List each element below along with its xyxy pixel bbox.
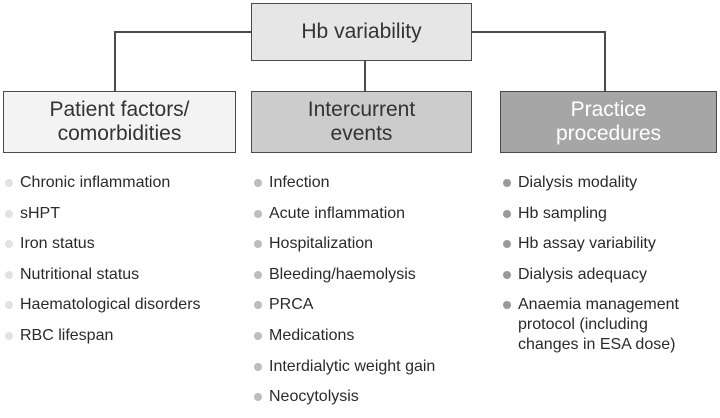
list-item-text: Haematological disorders [20,296,201,314]
category-label-line: procedures [555,122,662,145]
list-item: Acute inflammation [254,204,494,224]
bullet-dot [5,209,13,218]
list-item: Haematological disorders [5,295,245,315]
list-item-text: Dialysis adequacy [518,265,647,283]
list-item-text: Medications [269,326,355,344]
list-item-text: Iron status [20,235,95,253]
bullet-dot [5,179,13,187]
list-item-text: Hb sampling [518,204,607,222]
list-item: Hb sampling [503,204,718,224]
bullet-dot [254,270,262,279]
list-item-text: Anaemia management [518,296,679,314]
connector-root-to-patient-factors [114,31,251,91]
category-label-line: Intercurrent [307,98,416,121]
list-item: PRCA [254,295,494,315]
bullet-dot [254,393,262,402]
bullet-dot [503,301,511,310]
bullet-dot [503,240,511,249]
bullet-dot [254,209,262,218]
list-item: Iron status [5,234,245,254]
list-item-text: Acute inflammation [269,204,406,222]
bullet-dot [254,362,262,371]
list-item-text: Nutritional status [20,265,140,283]
list-item: Dialysis adequacy [503,265,718,285]
list-item-text: Hospitalization [269,235,374,253]
list-item: sHPT [5,204,245,224]
bullet-dot [5,270,13,279]
list-item-text: changes in ESA dose) [518,336,676,354]
list-item-text: Neocytolysis [269,388,359,406]
list-item-text: RBC lifespan [20,326,114,344]
list-item-text: Interdialytic weight gain [269,357,436,375]
list-item-text: protocol (including [518,316,648,334]
practice-procedures-list: Dialysis modality Hb sampling Hb assay v… [503,173,718,366]
list-item-text: Hb assay variability [518,235,656,253]
bullet-dot [254,179,262,187]
bullet-dot [503,209,511,218]
list-item-text: Infection [269,174,330,191]
bullet-dot [254,331,262,340]
list-item-text: PRCA [269,296,314,314]
list-item: Anaemia management protocol (including cha… [503,295,718,355]
intercurrent-events-list: Infection Acute inflammation Hospitaliza… [254,173,494,418]
category-node-intercurrent-events: Intercurrent events [251,91,472,153]
list-item: Hb assay variability [503,234,718,254]
list-item-text: Chronic inflammation [20,174,171,191]
patient-factors-list: Chronic inflammation sHPT Iron status Nu… [5,173,245,357]
list-item: Dialysis modality [503,173,718,193]
connector-lines [114,31,606,91]
list-item-text: sHPT [20,204,60,222]
root-node-hb-variability: Hb variability [251,3,472,61]
list-item: Infection [254,173,494,193]
list-item: RBC lifespan [5,326,245,346]
category-label-line: comorbidities [57,122,182,145]
bullet-dot [503,270,511,279]
category-node-patient-factors: Patient factors/ comorbidities [3,91,236,153]
category-label-line: Patient factors/ [49,98,190,121]
bullet-dot [5,331,13,340]
list-item: Nutritional status [5,265,245,285]
category-label-line: events [330,122,393,145]
list-item: Medications [254,326,494,346]
bullet-dot [5,301,13,310]
bullet-dot [254,240,262,249]
list-item: Neocytolysis [254,387,494,407]
category-label-line: Practice [570,98,647,121]
bullet-dot [5,240,13,249]
category-node-practice-procedures: Practice procedures [500,91,717,153]
list-item-text: Dialysis modality [518,174,638,191]
list-item: Hospitalization [254,234,494,254]
list-item-text: Bleeding/haemolysis [269,265,416,283]
list-item: Bleeding/haemolysis [254,265,494,285]
list-item: Interdialytic weight gain [254,357,494,377]
root-node-label: Hb variability [301,20,422,43]
list-item: Chronic inflammation [5,173,245,193]
bullet-dot [254,301,262,310]
connector-root-to-practice-procedures [472,31,606,91]
bullet-dot [503,179,511,187]
